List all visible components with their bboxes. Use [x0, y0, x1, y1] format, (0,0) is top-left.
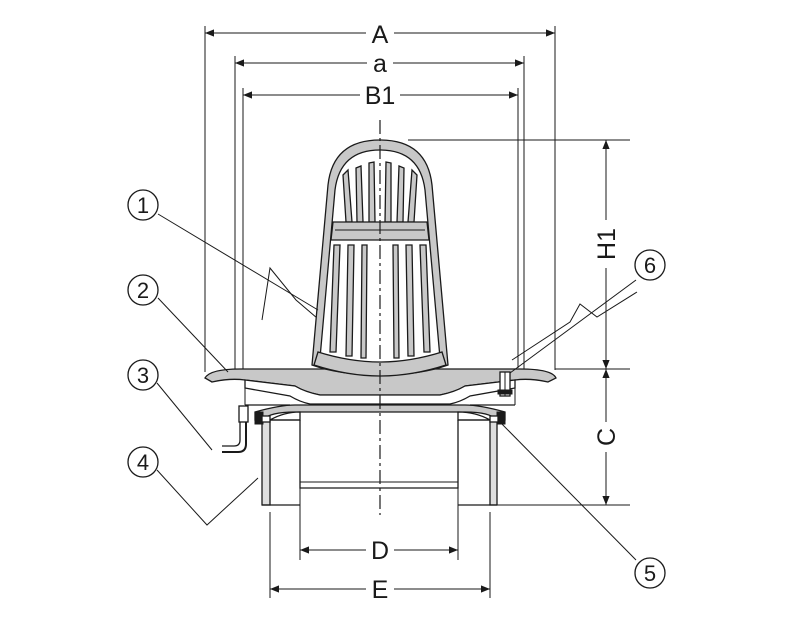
leader-5 [497, 419, 637, 561]
leader-4 [156, 469, 259, 526]
drain-body [254, 404, 506, 506]
dome-ribs-top [342, 161, 418, 223]
callout-3: 3 [127, 359, 159, 391]
svg-text:5: 5 [644, 561, 656, 586]
label-C: C [593, 428, 621, 446]
dimension-labels: A a B1 H1 C D E [360, 20, 621, 604]
label-a: a [373, 50, 387, 78]
label-E: E [372, 576, 389, 604]
leader-lines [156, 213, 637, 561]
extension-lines [204, 26, 630, 598]
svg-text:6: 6 [644, 253, 656, 278]
dome-ribs-bottom [329, 244, 431, 359]
leader-2 [157, 297, 229, 373]
fixing-bolt [497, 371, 513, 397]
svg-text:4: 4 [137, 450, 149, 475]
svg-text:1: 1 [137, 193, 149, 218]
leader-3 [156, 382, 213, 451]
callouts: 1 2 3 4 5 6 [127, 189, 666, 589]
label-B1: B1 [365, 82, 396, 110]
roof-break-lines [261, 266, 638, 361]
callout-2: 2 [127, 274, 159, 306]
callout-1: 1 [127, 189, 159, 221]
label-A: A [372, 21, 389, 49]
label-D: D [371, 537, 389, 565]
leader-6 [509, 279, 637, 374]
heating-cable-pipe [222, 405, 249, 453]
callout-4: 4 [127, 446, 159, 478]
callout-5: 5 [634, 557, 666, 589]
leader-1 [157, 213, 319, 311]
svg-text:3: 3 [137, 363, 149, 388]
callout-6: 6 [634, 249, 666, 281]
svg-text:2: 2 [137, 278, 149, 303]
label-H1: H1 [593, 228, 621, 260]
